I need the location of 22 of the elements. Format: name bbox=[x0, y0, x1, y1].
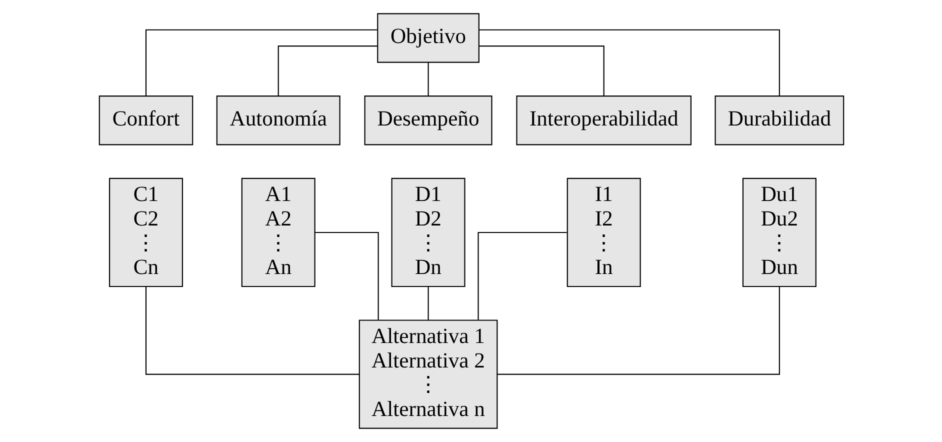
node-box: Confort bbox=[98, 96, 193, 146]
node-box: Interoperabilidad bbox=[516, 96, 692, 146]
connector bbox=[427, 286, 428, 320]
connector bbox=[144, 286, 359, 375]
node-box: Objetivo bbox=[376, 13, 479, 63]
node-box: Durabilidad bbox=[714, 96, 844, 146]
node-box: C1 C2 ⋮ Cn bbox=[108, 178, 182, 288]
node-box: A1 A2 ⋮ An bbox=[240, 178, 315, 288]
connector bbox=[277, 46, 378, 96]
node-box: Du1 Du2 ⋮ Dun bbox=[742, 178, 816, 288]
connector bbox=[314, 232, 378, 320]
connector bbox=[478, 46, 604, 96]
node-box: Autonomía bbox=[216, 96, 340, 146]
node-box: I1 I2 ⋮ In bbox=[566, 178, 640, 288]
connector bbox=[496, 286, 780, 375]
connector bbox=[144, 29, 377, 96]
node-box: D1 D2 ⋮ Dn bbox=[390, 178, 465, 288]
node-box: Alternativa 1 Alternativa 2 ⋮ Alternativa n bbox=[358, 320, 498, 429]
connector bbox=[427, 62, 428, 96]
connector bbox=[478, 29, 780, 96]
connector bbox=[477, 232, 566, 320]
node-box: Desempeño bbox=[364, 96, 492, 146]
